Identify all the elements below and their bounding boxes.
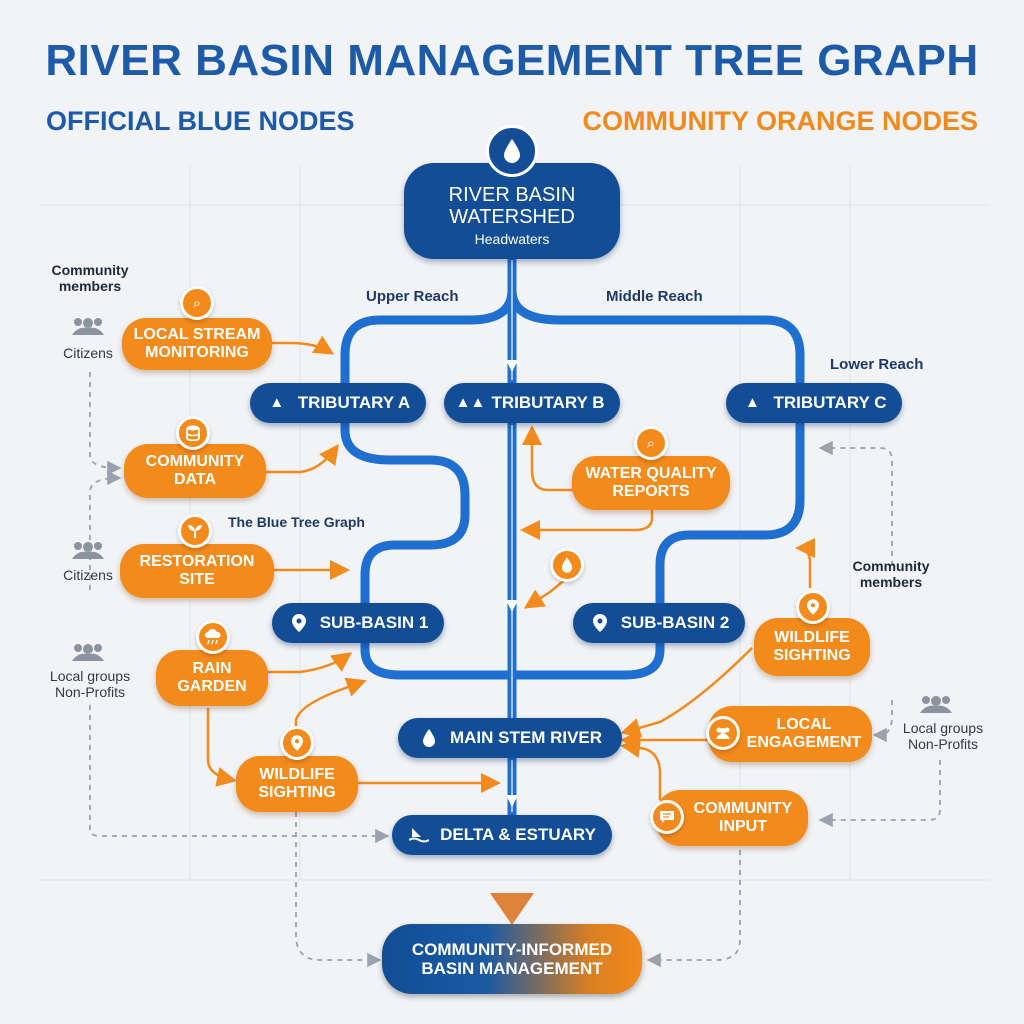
node-restoration-site[interactable]: RESTORATION SITE xyxy=(120,544,274,598)
community-input-line2: INPUT xyxy=(719,818,767,835)
location-pin-icon xyxy=(288,612,310,634)
community-members-left-line1: Community xyxy=(51,262,129,278)
local-engagement-line1: LOCAL xyxy=(776,716,832,734)
location-pin-icon xyxy=(796,590,830,624)
outcome-line2: BASIN MANAGEMENT xyxy=(421,959,603,978)
wildlife-left-line2: SIGHTING xyxy=(258,784,336,801)
gray-dashed-connectors xyxy=(89,372,941,968)
node-tributary-a[interactable]: ▲ TRIBUTARY A xyxy=(250,383,426,423)
water-drop-icon xyxy=(550,548,584,582)
rain-garden-line1: RAIN xyxy=(192,660,232,678)
water-quality-line1: WATER QUALITY xyxy=(585,465,717,483)
node-local-stream-monitoring[interactable]: LOCAL STREAM MONITORING xyxy=(122,318,272,370)
water-drop-icon xyxy=(418,727,440,749)
outcome-line1: COMMUNITY-INFORMED xyxy=(411,939,613,959)
trunk-arrowhead xyxy=(490,893,534,925)
label-local-groups-right: Local groups Non-Profits xyxy=(888,720,998,752)
water-drop-icon xyxy=(486,125,538,177)
restoration-line2: SITE xyxy=(179,571,215,588)
label-upper-reach: Upper Reach xyxy=(366,288,459,305)
trees-icon: ▲▲ xyxy=(455,393,486,411)
label-blue-tree-graph: The Blue Tree Graph xyxy=(228,514,365,530)
tree-icon: ▲ xyxy=(745,393,760,411)
node-rain-garden[interactable]: RAIN GARDEN xyxy=(156,650,268,706)
restoration-line1: RESTORATION xyxy=(139,553,255,571)
people-icon xyxy=(70,642,106,667)
people-icon xyxy=(70,316,106,341)
people-icon xyxy=(918,694,954,719)
magnifier-icon: ⌕ xyxy=(180,286,214,320)
people-icon xyxy=(70,540,106,565)
legend-community: COMMUNITY ORANGE NODES xyxy=(582,106,978,136)
rain-garden-line2: GARDEN xyxy=(177,678,247,695)
label-citizens-2: Citizens xyxy=(63,567,113,583)
node-wildlife-sighting-right[interactable]: WILDLIFE SIGHTING xyxy=(754,618,870,676)
community-data-line2: DATA xyxy=(173,471,217,488)
root-subtitle: Headwaters xyxy=(474,231,550,248)
node-delta-estuary[interactable]: DELTA & ESTUARY xyxy=(392,815,612,855)
node-wildlife-sighting-left[interactable]: WILDLIFE SIGHTING xyxy=(236,756,358,812)
stream-monitoring-line1: LOCAL STREAM xyxy=(133,326,261,344)
main-stem-label: MAIN STEM RIVER xyxy=(449,728,603,748)
sub-basin-2-label: SUB-BASIN 2 xyxy=(620,613,730,633)
node-local-engagement[interactable]: LOCAL ENGAGEMENT xyxy=(708,706,872,762)
local-engagement-line2: ENGAGEMENT xyxy=(746,734,862,751)
wildlife-right-line2: SIGHTING xyxy=(773,647,851,664)
boat-icon xyxy=(408,824,430,846)
diagram-title: RIVER BASIN MANAGEMENT TREE GRAPH xyxy=(45,36,979,85)
delta-label: DELTA & ESTUARY xyxy=(440,825,596,845)
sprout-icon xyxy=(178,514,212,548)
sub-basin-1-label: SUB-BASIN 1 xyxy=(319,613,429,633)
node-sub-basin-1[interactable]: SUB-BASIN 1 xyxy=(272,603,444,643)
local-groups-left-line1: Local groups xyxy=(49,668,131,684)
label-local-groups-left: Local groups Non-Profits xyxy=(36,668,144,700)
location-pin-icon xyxy=(280,726,314,760)
root-line2: WATERSHED xyxy=(449,206,575,229)
orange-connectors xyxy=(206,335,816,800)
community-members-left-line2: members xyxy=(58,278,122,294)
label-lower-reach: Lower Reach xyxy=(830,356,924,373)
tree-icon: ▲ xyxy=(269,393,285,411)
node-water-quality-reports[interactable]: WATER QUALITY REPORTS xyxy=(572,456,730,510)
label-middle-reach: Middle Reach xyxy=(606,288,703,305)
wildlife-right-line1: WILDLIFE xyxy=(774,629,850,647)
location-pin-icon xyxy=(589,612,611,634)
label-community-members-left: Community members xyxy=(46,262,134,294)
local-groups-left-line2: Non-Profits xyxy=(54,684,126,700)
root-line1: RIVER BASIN xyxy=(448,184,576,207)
node-main-stem-river[interactable]: MAIN STEM RIVER xyxy=(398,718,622,758)
chat-icon xyxy=(650,800,684,834)
tributary-b-label: TRIBUTARY B xyxy=(491,393,605,413)
node-tributary-b[interactable]: ▲▲ TRIBUTARY B xyxy=(444,383,620,423)
node-community-informed-management[interactable]: COMMUNITY-INFORMED BASIN MANAGEMENT xyxy=(382,924,642,994)
tributary-c-label: TRIBUTARY C xyxy=(773,393,887,413)
water-quality-line2: REPORTS xyxy=(612,483,690,500)
root-node-watershed[interactable]: RIVER BASIN WATERSHED Headwaters xyxy=(404,163,620,259)
tributary-a-label: TRIBUTARY A xyxy=(297,393,411,413)
local-groups-right-line2: Non-Profits xyxy=(907,736,979,752)
node-community-data[interactable]: COMMUNITY DATA xyxy=(124,444,266,498)
community-members-right-line2: members xyxy=(859,574,923,590)
label-community-members-right: Community members xyxy=(846,558,936,590)
flow-arrows xyxy=(506,360,518,807)
local-groups-right-line1: Local groups xyxy=(902,720,984,736)
node-tributary-c[interactable]: ▲ TRIBUTARY C xyxy=(726,383,902,423)
community-input-line1: COMMUNITY xyxy=(693,800,793,818)
magnifier-icon: ⌕ xyxy=(634,426,668,460)
people-icon xyxy=(706,716,740,750)
stream-monitoring-line2: MONITORING xyxy=(145,344,249,361)
database-icon xyxy=(176,416,210,450)
legend-official: OFFICIAL BLUE NODES xyxy=(46,106,355,136)
wildlife-left-line1: WILDLIFE xyxy=(259,766,335,784)
community-members-right-line1: Community xyxy=(852,558,930,574)
community-data-line1: COMMUNITY xyxy=(145,453,245,471)
label-citizens-1: Citizens xyxy=(63,345,113,361)
node-sub-basin-2[interactable]: SUB-BASIN 2 xyxy=(573,603,745,643)
rain-cloud-icon xyxy=(196,620,230,654)
